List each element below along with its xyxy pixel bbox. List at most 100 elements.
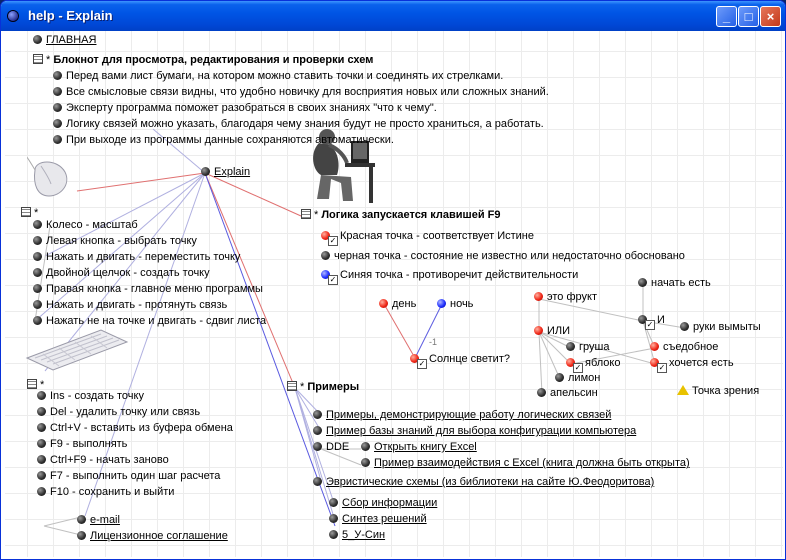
excel-open-node[interactable]: Открыть книгу Excel: [361, 441, 477, 454]
node-dot[interactable]: [361, 458, 370, 467]
node-dot[interactable]: [33, 316, 42, 325]
keyboard-item[interactable]: Ins - создать точку: [37, 390, 144, 403]
license-node[interactable]: Лицензионное соглашение: [77, 530, 228, 543]
node-dot[interactable]: [361, 442, 370, 451]
node-dot[interactable]: [201, 167, 210, 176]
main-node[interactable]: ГЛАВНАЯ: [33, 34, 96, 47]
keyboard-item[interactable]: F10 - сохранить и выйти: [37, 486, 174, 499]
sun-node[interactable]: ✓Солнце светит?: [410, 353, 510, 369]
title-bar[interactable]: help - Explain _ □ ×: [1, 1, 785, 31]
link-explain-email[interactable]: [84, 172, 206, 517]
node-dot[interactable]: [37, 423, 46, 432]
red-legend-node[interactable]: ✓Красная точка - соответствует Истине: [321, 230, 534, 246]
keyboard-item[interactable]: F7 - выполнить один шаг расчета: [37, 470, 220, 483]
want-node[interactable]: ✓хочется есть: [650, 357, 734, 373]
mouse-item[interactable]: Колесо - масштаб: [33, 219, 138, 232]
fruit-node[interactable]: это фрукт: [534, 291, 597, 304]
orange-node[interactable]: апельсин: [537, 387, 598, 400]
u5-node[interactable]: 5_У-Син: [329, 529, 385, 542]
link-explain-mouse-items-2[interactable]: [44, 172, 206, 257]
node-dot[interactable]: [33, 268, 42, 277]
node-dot[interactable]: [638, 278, 647, 287]
node-dot[interactable]: [77, 515, 86, 524]
keyboard-item[interactable]: Del - удалить точку или связь: [37, 406, 200, 419]
red-node-dot[interactable]: [379, 299, 388, 308]
examples-node[interactable]: * Примеры: [287, 381, 359, 394]
node-dot[interactable]: [33, 284, 42, 293]
notebook-item[interactable]: Перед вами лист бумаги, на котором можно…: [53, 70, 503, 83]
node-dot[interactable]: [37, 471, 46, 480]
red-node-dot[interactable]: [650, 342, 659, 351]
pear-node[interactable]: груша: [566, 341, 609, 354]
synth-link[interactable]: Синтез решений: [342, 513, 427, 525]
mouse-item[interactable]: Нажать и двигать - переместить точку: [33, 251, 240, 264]
node-dot[interactable]: [313, 442, 322, 451]
close-button[interactable]: ×: [760, 6, 781, 27]
node-dot[interactable]: [33, 252, 42, 261]
black-legend-node[interactable]: черная точка - состояние не известно или…: [321, 250, 685, 263]
notebook-item[interactable]: Эксперту программа поможет разобраться в…: [53, 102, 437, 115]
node-dot[interactable]: [37, 391, 46, 400]
link-explain-notebook[interactable]: [152, 128, 206, 174]
node-dot[interactable]: [680, 322, 689, 331]
node-dot[interactable]: [313, 410, 322, 419]
blue-node-dot[interactable]: [437, 299, 446, 308]
keyboard-item[interactable]: F9 - выполнять: [37, 438, 127, 451]
excel-interact-node[interactable]: Пример взаимодействия с Excel (книга дол…: [361, 457, 690, 470]
link-explain-keyboard[interactable]: [44, 172, 206, 372]
red-node-dot[interactable]: [650, 358, 659, 367]
explain-link[interactable]: Explain: [214, 166, 251, 178]
dde-node[interactable]: DDE: [313, 441, 349, 454]
main-link[interactable]: ГЛАВНАЯ: [46, 34, 97, 46]
node-dot[interactable]: [313, 426, 322, 435]
node-dot[interactable]: [53, 87, 62, 96]
node-dot[interactable]: [33, 35, 42, 44]
keyboard-item[interactable]: Ctrl+V - вставить из буфера обмена: [37, 422, 233, 435]
node-dot[interactable]: [33, 220, 42, 229]
node-dot[interactable]: [77, 531, 86, 540]
node-dot[interactable]: [53, 135, 62, 144]
node-dot[interactable]: [566, 342, 575, 351]
collect-node[interactable]: Сбор информации: [329, 497, 437, 510]
keyboard-group-node[interactable]: *: [27, 379, 44, 392]
notebook-item[interactable]: Логику связей можно указать, благодаря ч…: [53, 118, 544, 131]
explain-node[interactable]: Explain: [201, 166, 250, 179]
notebook-item[interactable]: Все смысловые связи видны, что удобно но…: [53, 86, 549, 99]
keyboard-item[interactable]: Ctrl+F9 - начать заново: [37, 454, 169, 467]
link-explain-mouse[interactable]: [76, 172, 206, 192]
blue-legend-node[interactable]: ✓Синяя точка - противоречит действительн…: [321, 269, 578, 285]
maximize-button[interactable]: □: [738, 6, 759, 27]
apple-node[interactable]: ✓яблоко: [566, 357, 620, 373]
minimize-button[interactable]: _: [716, 6, 737, 27]
red-node-dot[interactable]: [534, 292, 543, 301]
license-link[interactable]: Лицензионное соглашение: [90, 530, 228, 542]
red-node-dot[interactable]: [566, 358, 575, 367]
node-dot[interactable]: [37, 455, 46, 464]
node-dot[interactable]: [53, 119, 62, 128]
email-node[interactable]: e-mail: [77, 514, 120, 527]
link-explain-logic[interactable]: [204, 172, 302, 217]
mouse-item[interactable]: Двойной щелчок - создать точку: [33, 267, 210, 280]
red-node-dot[interactable]: [410, 354, 419, 363]
red-node-dot[interactable]: [321, 231, 330, 240]
link-explain-examples[interactable]: [204, 172, 296, 389]
node-dot[interactable]: [638, 315, 647, 324]
node-dot[interactable]: [329, 530, 338, 539]
link-explain-mouse-items[interactable]: [34, 172, 206, 322]
diagram-canvas[interactable]: ГЛАВНАЯ * Блокнот для просмотра, редакти…: [5, 31, 783, 557]
node-dot[interactable]: [37, 439, 46, 448]
excel-open-link[interactable]: Открыть книгу Excel: [374, 441, 477, 453]
mouse-item[interactable]: Левая кнопка - выбрать точку: [33, 235, 197, 248]
heuristic-node[interactable]: Эвристические схемы (из библиотеки на са…: [313, 476, 654, 489]
viewpoint-node[interactable]: Точка зрения: [677, 385, 759, 398]
node-dot[interactable]: [321, 251, 330, 260]
node-dot[interactable]: [537, 388, 546, 397]
node-dot[interactable]: [37, 487, 46, 496]
demo-node[interactable]: Примеры, демонстрирующие работу логическ…: [313, 409, 611, 422]
and-node[interactable]: ✓И: [638, 314, 665, 330]
demo-link[interactable]: Примеры, демонстрирующие работу логическ…: [326, 409, 612, 421]
node-dot[interactable]: [53, 71, 62, 80]
synth-node[interactable]: Синтез решений: [329, 513, 427, 526]
u5-link[interactable]: 5_У-Син: [342, 529, 386, 541]
red-node-dot[interactable]: [534, 326, 543, 335]
